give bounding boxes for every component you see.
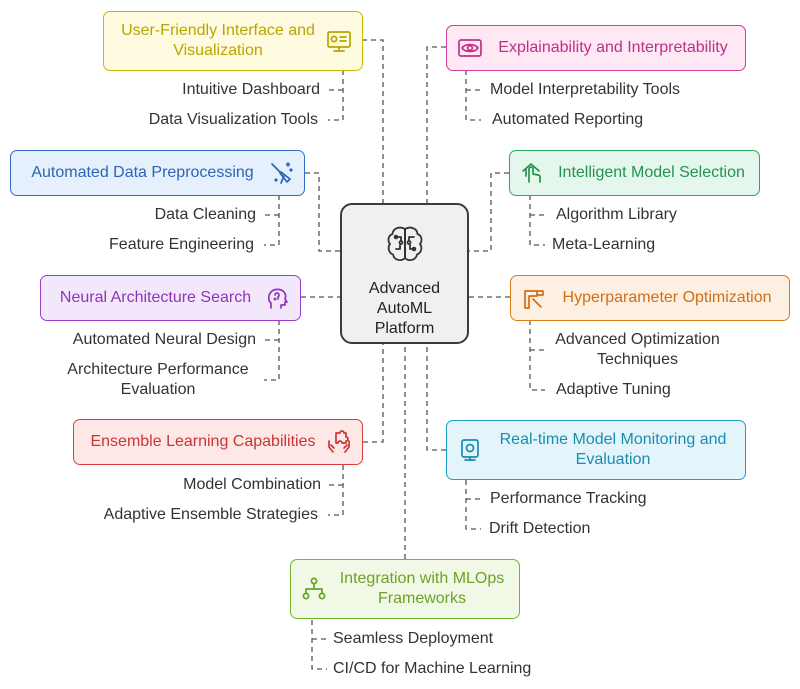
list-item: Model Combination <box>183 476 321 493</box>
node-title-line: Explainability and Interpretability <box>498 39 728 56</box>
node-title: Ensemble Learning Capabilities <box>88 432 318 452</box>
node-title-line: Automated Data Preprocessing <box>31 164 254 181</box>
node-user-friendly[interactable]: User-Friendly Interface and Visualizatio… <box>103 11 363 71</box>
node-title-line: Visualization <box>173 42 263 59</box>
node-title: Neural Architecture Search <box>55 288 256 308</box>
bracket-data-preprocessing <box>264 195 280 246</box>
list-item: Architecture Performance <box>67 361 249 378</box>
node-mlops[interactable]: Integration with MLOps Frameworks <box>290 559 520 619</box>
list-item: Evaluation <box>120 381 196 398</box>
node-title-line: Neural Architecture Search <box>59 289 252 306</box>
node-data-preprocessing[interactable]: Automated Data Preprocessing <box>10 150 305 196</box>
connector-ensemble <box>363 344 384 443</box>
node-title-line: Real-time Model Monitoring and <box>499 431 727 448</box>
list-item: Seamless Deployment <box>333 630 494 647</box>
node-title-line: Hyperparameter Optimization <box>562 289 772 306</box>
center-title-line: Advanced <box>368 280 441 297</box>
hand-pointer-icon <box>522 163 541 183</box>
node-title-line: Evaluation <box>575 451 651 468</box>
list-item: Intuitive Dashboard <box>182 81 320 98</box>
node-monitoring[interactable]: Real-time Model Monitoring and Evaluatio… <box>446 420 746 480</box>
bracket-model-selection <box>529 195 545 246</box>
eye-icon <box>458 39 482 57</box>
list-item: Model Interpretability Tools <box>490 81 681 98</box>
connector-model-selection <box>469 172 509 252</box>
brain-circuit-icon <box>387 226 422 261</box>
list-item: Feature Engineering <box>109 236 254 253</box>
node-title-line: User-Friendly Interface and <box>121 22 315 39</box>
list-item: Algorithm Library <box>556 206 677 223</box>
node-title: User-Friendly Interface and Visualizatio… <box>118 21 318 61</box>
puzzle-hands-icon <box>328 430 350 453</box>
node-hyperparameter[interactable]: Hyperparameter Optimization <box>510 275 790 321</box>
node-title-line: Intelligent Model Selection <box>558 164 745 181</box>
monitor-camera-icon <box>461 439 479 461</box>
connector-user-friendly <box>362 39 384 203</box>
brain-head-icon <box>267 288 288 309</box>
node-title: Intelligent Model Selection <box>556 163 747 183</box>
dashboard-monitor-icon <box>327 31 351 52</box>
magic-broom-icon <box>271 162 293 184</box>
node-neural-search[interactable]: Neural Architecture Search <box>40 275 301 321</box>
connector-monitoring <box>426 344 446 451</box>
node-title-line: Integration with MLOps <box>339 570 505 587</box>
bracket-hyperparameter <box>529 320 545 391</box>
bracket-ensemble <box>328 465 344 516</box>
bracket-user-friendly <box>328 70 344 121</box>
list-item: Performance Tracking <box>490 490 647 507</box>
pipe-wrench-icon <box>524 290 544 309</box>
list-item: Drift Detection <box>489 520 591 537</box>
center-title-line: Platform <box>374 320 435 337</box>
node-title: Automated Data Preprocessing <box>25 163 260 183</box>
node-title: Integration with MLOps Frameworks <box>337 569 507 609</box>
list-item: Meta-Learning <box>552 236 656 253</box>
node-explainability[interactable]: Explainability and Interpretability <box>446 25 746 71</box>
list-item: Advanced Optimization <box>555 331 720 348</box>
node-ensemble[interactable]: Ensemble Learning Capabilities <box>73 419 363 465</box>
bracket-mlops <box>311 620 327 670</box>
list-item: Automated Reporting <box>492 111 644 128</box>
list-item: Techniques <box>597 351 678 368</box>
connector-data-preprocessing <box>305 172 340 252</box>
node-title: Hyperparameter Optimization <box>557 288 777 308</box>
bracket-monitoring <box>465 480 481 530</box>
bracket-explainability <box>465 70 481 121</box>
center-title-line: AutoML <box>376 300 433 317</box>
node-title: Real-time Model Monitoring and Evaluatio… <box>493 430 733 470</box>
node-model-selection[interactable]: Intelligent Model Selection <box>509 150 760 196</box>
node-title-line: Ensemble Learning Capabilities <box>90 433 316 450</box>
center-title: Advanced AutoML Platform <box>369 279 440 339</box>
connector-explainability <box>426 46 446 203</box>
list-item: Adaptive Tuning <box>556 381 671 398</box>
list-item: Data Cleaning <box>154 206 256 223</box>
list-item: Data Visualization Tools <box>148 111 318 128</box>
node-title: Explainability and Interpretability <box>493 38 733 58</box>
list-item: CI/CD for Machine Learning <box>333 660 532 677</box>
list-item: Automated Neural Design <box>72 331 256 348</box>
center-node[interactable]: Advanced AutoML Platform <box>340 203 469 344</box>
node-title-line: Frameworks <box>377 590 466 607</box>
bracket-neural-search <box>264 320 280 381</box>
list-item: Adaptive Ensemble Strategies <box>103 506 318 523</box>
network-nodes-icon <box>302 577 326 600</box>
